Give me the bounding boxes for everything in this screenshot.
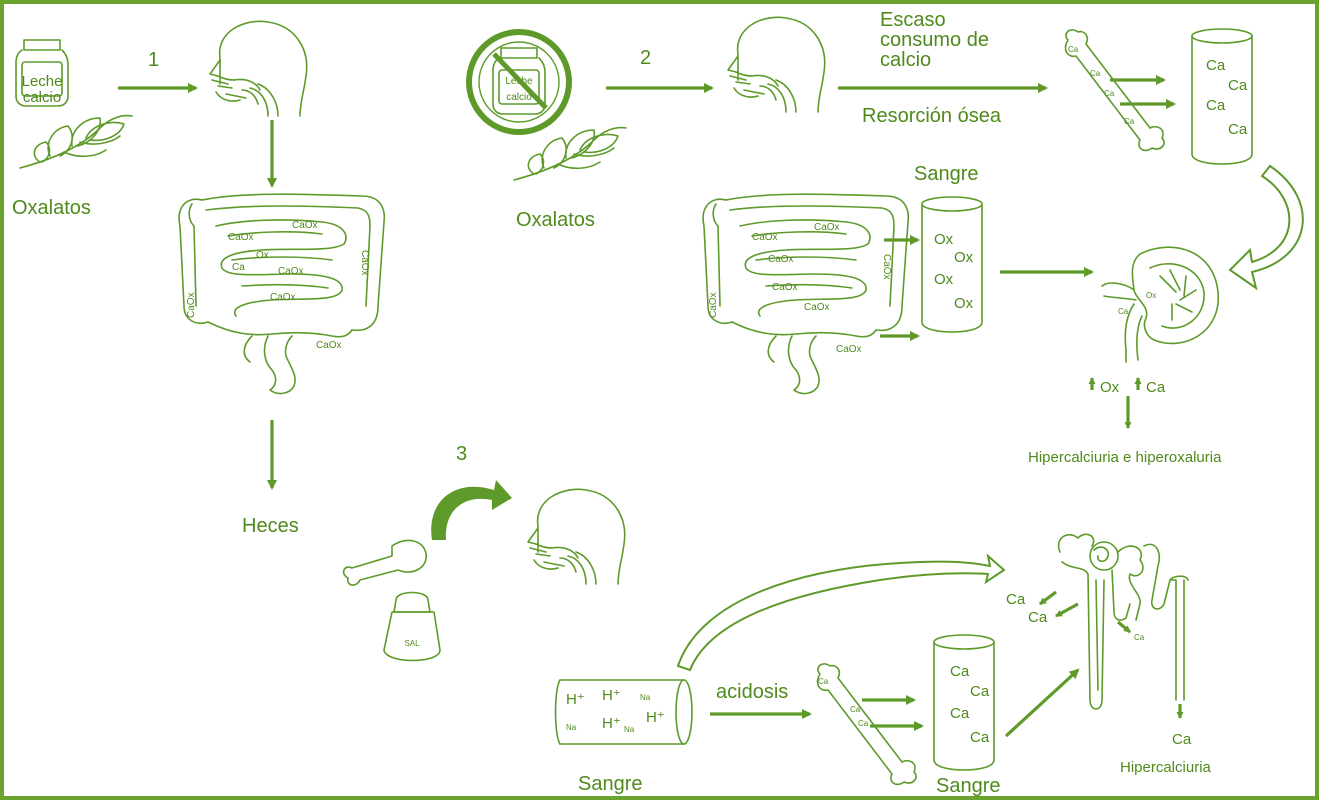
panel-2: Leche calcio Oxalatos 2 Escaso consumo d… [469,9,1303,466]
salt-label: SAL [404,639,420,648]
blood-label: Sangre [578,773,643,795]
blood-label: Sangre [914,163,979,185]
to-nephron-arrow [1006,670,1078,736]
vessel-h-label: H⁺ [602,687,621,704]
vessel-na-label: Na [566,723,577,732]
blood-ox-label: Ox [954,295,974,312]
intestine-icon [703,194,908,393]
jar-label-top: Leche [22,73,63,90]
blood-ca-label: Ca [950,663,970,680]
bone-ca-label: Ca [850,705,861,714]
blood-ca-label: Ca [1206,97,1226,114]
panel-1: Leche calcio Oxalatos 1 CaOx CaOx Ox Ca … [12,21,384,537]
blood-ca-label: Ca [1228,77,1248,94]
ca-reabsorption-arrow [1056,604,1078,616]
spinach-leaf-icon [514,128,626,180]
bone-ca-label: Ca [858,719,869,728]
gut-label: CaOx [881,254,892,280]
blood-ca-label: Ca [950,705,970,722]
gut-label: CaOx [359,250,370,276]
chicken-leg-icon [344,540,427,585]
vessel-h-label: H⁺ [566,691,585,708]
kidney-ca-label: Ca [1146,379,1166,396]
vessel-h-label: H⁺ [646,709,665,726]
blood-vessel-horizontal-icon: H⁺ H⁺ H⁺ H⁺ Na Na Na [556,680,693,744]
feces-label: Heces [242,515,299,537]
blood-ox-label: Ox [954,249,974,266]
ca-reabsorption-arrow [1040,592,1056,604]
salt-shaker-icon: SAL [384,593,440,661]
gut-label: CaOx [836,344,862,355]
blood-ca-label: Ca [970,683,990,700]
acidosis-label: acidosis [716,681,788,703]
kidney-label: Ox [1146,291,1156,300]
low-calcium-label: consumo de [880,29,989,51]
blood-label: Sangre [936,775,1001,797]
vessel-na-label: Na [640,693,651,702]
bone-ca-label: Ca [1090,69,1101,78]
low-calcium-label: calcio [880,49,931,71]
jar-label-bottom: calcio [23,89,61,106]
jar-label-bottom: calcio [506,92,532,103]
gut-label: CaOx [316,340,342,351]
bone-ca-label: Ca [1104,89,1115,98]
bone-ca-label: Ca [818,677,829,686]
kidney-icon: Ox Ca [1102,247,1218,362]
nephron-ca-label: Ca [1028,609,1048,626]
urine-ca-label: Ca [1172,731,1192,748]
result-label: Hipercalciuria e hiperoxaluria [1028,449,1222,466]
gut-label: CaOx [804,302,830,313]
nephron-ca-label: Ca [1134,633,1145,642]
blood-ca-label: Ca [1228,121,1248,138]
step-number: 3 [456,443,467,465]
blood-ox-label: Ox [934,271,954,288]
head-icon [528,489,625,584]
bone-ca-label: Ca [1068,45,1079,54]
vessel-h-label: H⁺ [602,715,621,732]
gut-label: Ca [232,262,245,273]
head-icon [728,17,825,112]
blood-ca-label: Ca [1206,57,1226,74]
gut-label: CaOx [186,292,197,318]
oxalates-label: Oxalatos [516,209,595,231]
bone-icon [1066,30,1165,151]
curved-arrow-to-kidney [1230,166,1303,288]
gut-label: CaOx [228,232,254,243]
step-number: 2 [640,47,651,69]
gut-label: CaOx [768,254,794,265]
low-calcium-label: Escaso [880,9,946,31]
result-label: Hipercalciuria [1120,759,1212,776]
nephron-icon [1059,534,1188,709]
kidney-label: Ca [1118,307,1129,316]
vessel-na-label: Na [624,725,635,734]
panel-3: 3 SAL H⁺ H⁺ H⁺ H⁺ Na Na Na Sangre acidos… [344,443,1212,797]
gut-label: CaOx [814,222,840,233]
blood-ca-label: Ca [970,729,990,746]
curved-arrow-to-nephron [678,556,1004,670]
curved-arrow [431,480,512,540]
blood-vessel-icon [934,635,994,770]
gut-label: CaOx [772,282,798,293]
nephron-ca-label: Ca [1006,591,1026,608]
step-number: 1 [148,49,159,71]
kidney-ox-label: Ox [1100,379,1120,396]
gut-label: CaOx [752,232,778,243]
gut-label: CaOx [270,292,296,303]
gut-label: CaOx [278,266,304,277]
spinach-leaf-icon [20,116,132,168]
oxalates-label: Oxalatos [12,197,91,219]
gut-label: CaOx [708,292,719,318]
gut-label: Ox [256,250,269,261]
ca-reabsorption-arrow [1118,622,1130,632]
head-icon [210,21,307,116]
gut-label: CaOx [292,220,318,231]
bone-ca-label: Ca [1124,117,1135,126]
bone-resorption-label: Resorción ósea [862,105,1002,127]
blood-ox-label: Ox [934,231,954,248]
